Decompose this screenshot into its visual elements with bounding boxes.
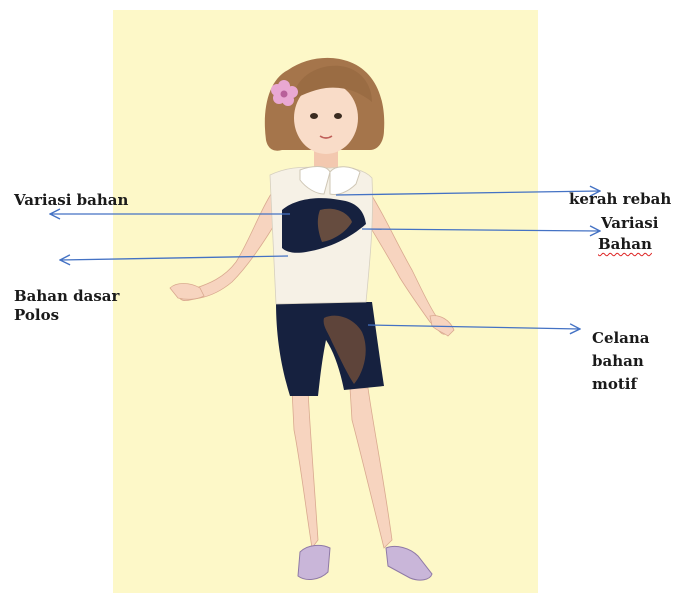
- label-celana-line1: Celana: [592, 329, 650, 348]
- arrow-bahan-dasar-polos: [60, 256, 288, 260]
- left-hand: [170, 284, 204, 300]
- right-eye: [334, 113, 342, 119]
- arrow-celana-bahan-motif: [368, 325, 580, 329]
- arrow-variasi-bahan-right: [362, 229, 600, 231]
- left-shoe: [298, 545, 330, 579]
- label-kerah-rebah: kerah rebah: [569, 190, 671, 209]
- label-bahan-dasar-polos-line1: Bahan dasar: [14, 287, 119, 306]
- girl-figure: [170, 58, 454, 580]
- label-variasi-bahan-right-line1: Variasi: [601, 214, 658, 233]
- right-leg: [350, 388, 392, 548]
- label-variasi-bahan-right-line2: Bahan: [598, 235, 652, 254]
- label-celana-line3: motif: [592, 375, 637, 394]
- label-bahan-dasar-polos-line2: Polos: [14, 306, 59, 325]
- left-leg: [292, 390, 318, 548]
- arrow-kerah-rebah: [336, 191, 600, 195]
- right-shoe: [386, 546, 432, 580]
- left-arm: [180, 185, 282, 301]
- left-eye: [310, 113, 318, 119]
- label-variasi-bahan-left: Variasi bahan: [14, 191, 128, 210]
- label-celana-line2: bahan: [592, 352, 644, 371]
